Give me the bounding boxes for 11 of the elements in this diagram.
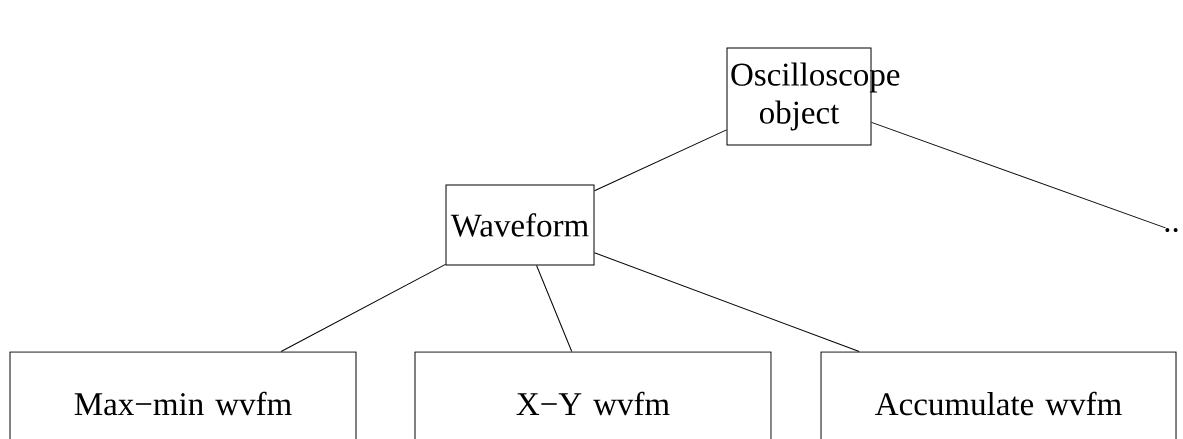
tree-box: Waveform bbox=[445, 184, 595, 266]
connector-line bbox=[536, 265, 573, 352]
connector-line bbox=[280, 263, 446, 352]
connector-line bbox=[594, 252, 860, 352]
ellipsis-text: .. bbox=[1165, 228, 1178, 232]
tree-box: Accumulate wvfm bbox=[820, 351, 1177, 439]
tree-box: X−Y wvfm bbox=[414, 351, 772, 439]
tree-box: Oscilloscope object bbox=[726, 47, 900, 146]
connector-line bbox=[871, 121, 1167, 229]
connector-line bbox=[594, 129, 727, 192]
tree-box: Max−min wvfm bbox=[9, 351, 357, 439]
